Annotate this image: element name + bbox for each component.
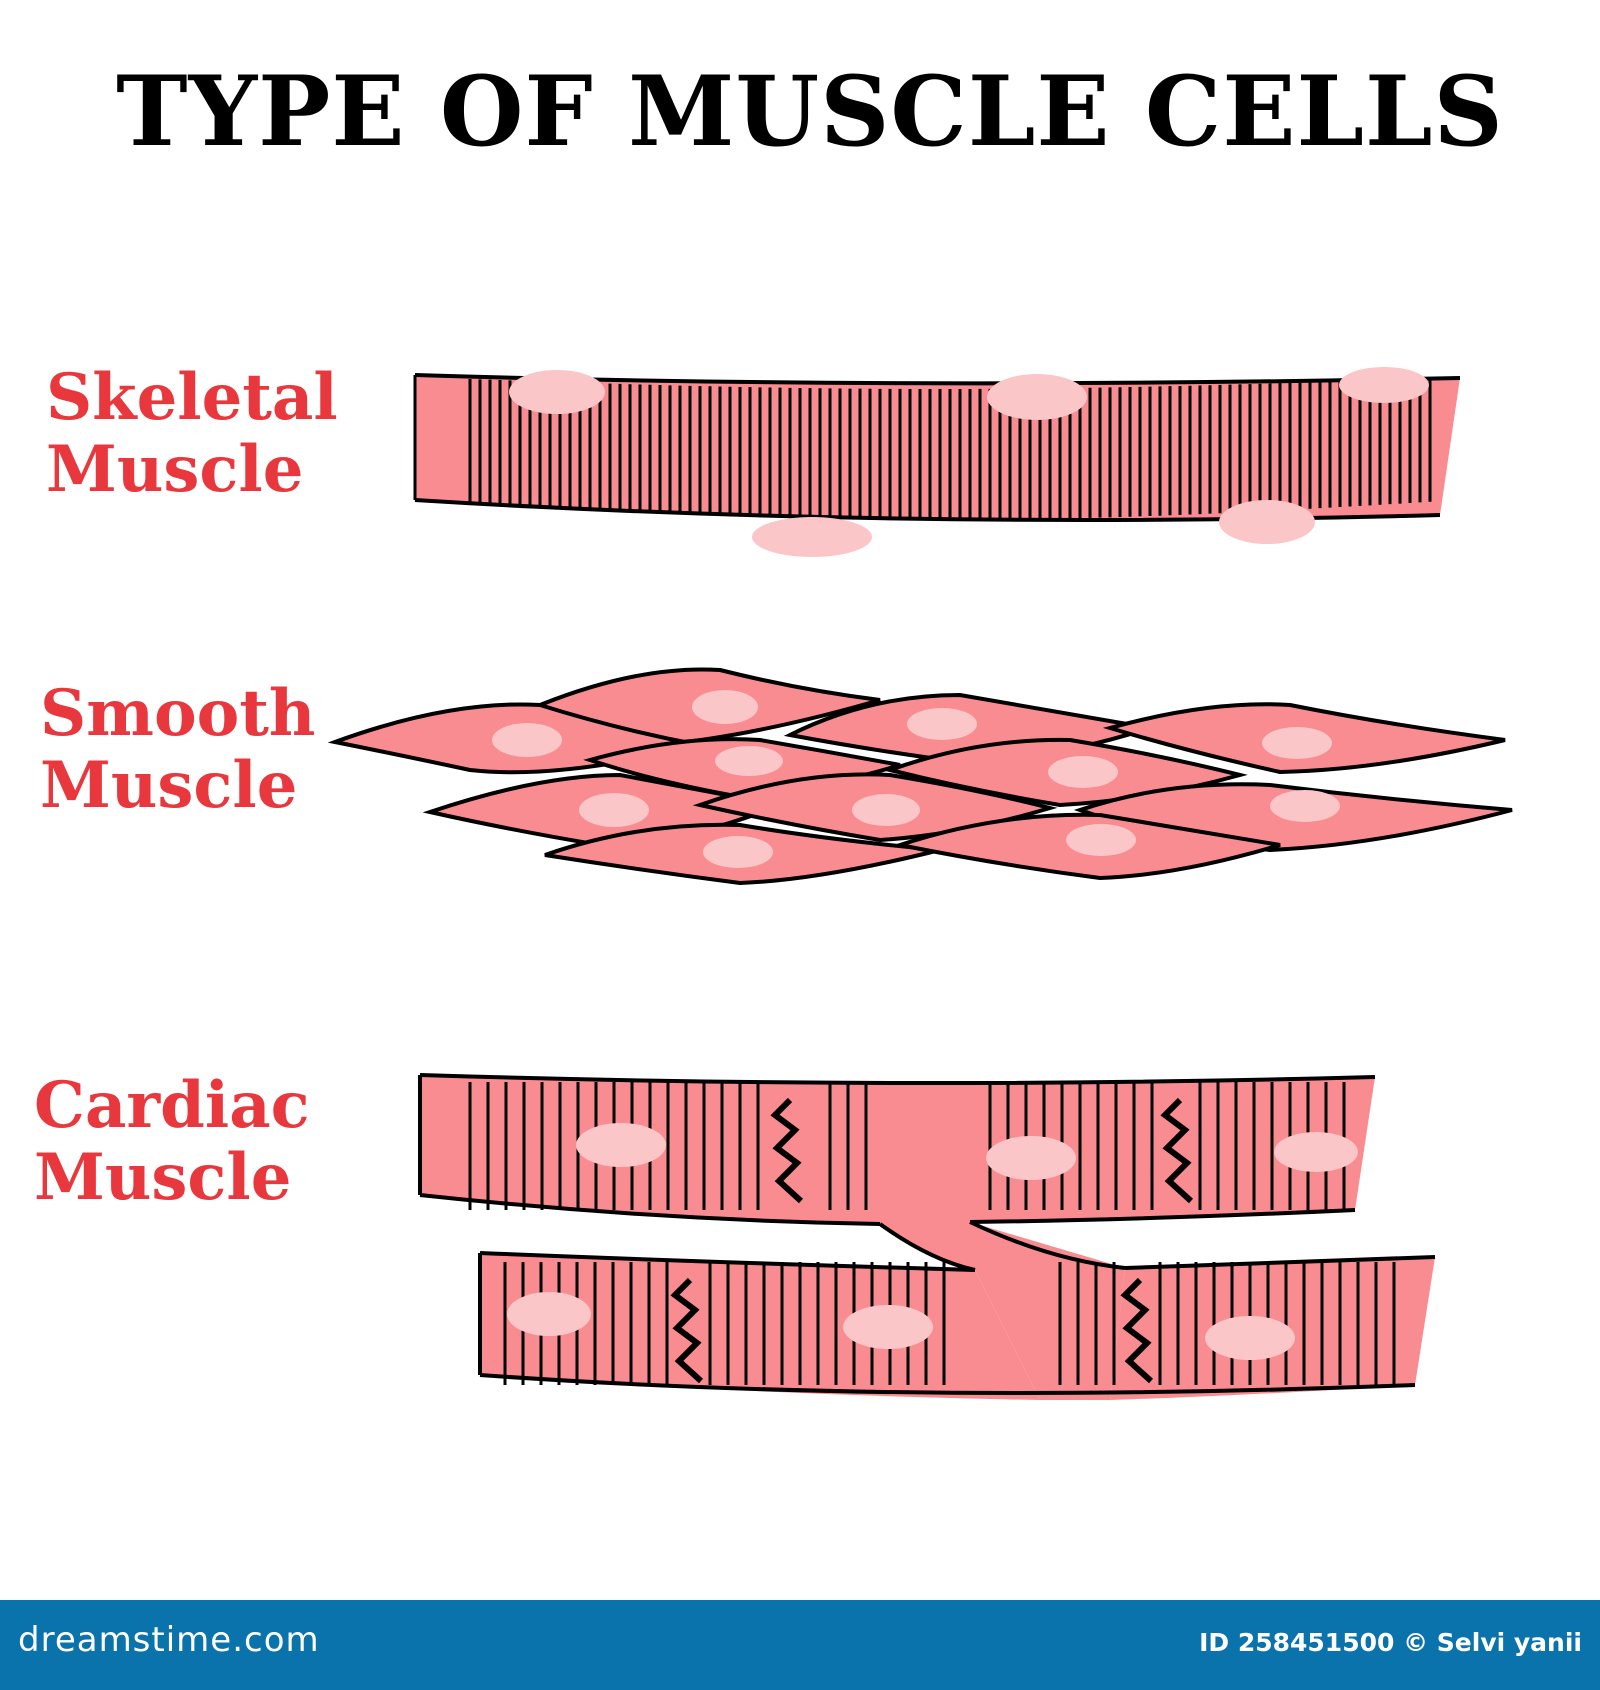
skeletal-muscle-label: Skeletal Muscle (46, 362, 338, 506)
nucleus (492, 723, 562, 757)
nucleus (752, 517, 872, 557)
nucleus (1219, 500, 1315, 544)
nucleus (843, 1305, 933, 1349)
skeletal-muscle-fiber (413, 367, 1461, 557)
nucleus (986, 1136, 1076, 1180)
smooth-muscle-label: Smooth Muscle (40, 678, 315, 822)
nucleus (1270, 790, 1340, 822)
nucleus (1339, 367, 1429, 403)
cardiac-muscle-fibers (418, 1073, 1436, 1400)
smooth-muscle-cells (327, 667, 1513, 886)
intercalated-disc (670, 1277, 704, 1384)
skeletal-nuclei (509, 367, 1429, 557)
nucleus (715, 746, 783, 776)
nucleus (509, 370, 605, 414)
smooth-label-line1: Smooth (40, 676, 316, 751)
diagram-title: TYPE OF MUSCLE CELLS (116, 55, 1504, 168)
cardiac-lower-fiber (480, 1253, 1040, 1400)
nucleus (507, 1292, 591, 1336)
nucleus (692, 690, 758, 724)
nucleus (1262, 727, 1332, 759)
cardiac-label-line1: Cardiac (34, 1068, 310, 1143)
intercalated-disc (770, 1097, 804, 1204)
intercalated-discs (670, 1097, 1194, 1384)
nucleus (1066, 824, 1136, 856)
footer-bar: dreamstime.com ID 258451500 © Selvi yani… (0, 1600, 1600, 1690)
cardiac-label-line2: Muscle (34, 1140, 292, 1215)
nucleus (852, 794, 920, 826)
nucleus (1274, 1132, 1358, 1172)
skeletal-label-line1: Skeletal (46, 360, 338, 435)
smooth-nuclei (492, 690, 1340, 868)
intercalated-disc (1120, 1277, 1154, 1384)
smooth-label-line2: Muscle (40, 748, 298, 823)
cardiac-nuclei (507, 1123, 1358, 1360)
nucleus (987, 374, 1087, 420)
nucleus (576, 1123, 666, 1167)
nucleus (1048, 756, 1118, 788)
skeletal-striations (468, 378, 1432, 520)
intercalated-disc (1160, 1097, 1194, 1204)
nucleus (703, 836, 773, 868)
nucleus (907, 708, 977, 740)
nucleus (579, 793, 649, 827)
brand-logo: dreamstime.com (18, 1620, 320, 1660)
cardiac-muscle-label: Cardiac Muscle (34, 1070, 310, 1214)
image-credit: ID 258451500 © Selvi yanii (1199, 1628, 1582, 1657)
nucleus (1205, 1316, 1295, 1360)
muscle-illustration (327, 367, 1513, 1400)
skeletal-label-line2: Muscle (46, 432, 304, 507)
